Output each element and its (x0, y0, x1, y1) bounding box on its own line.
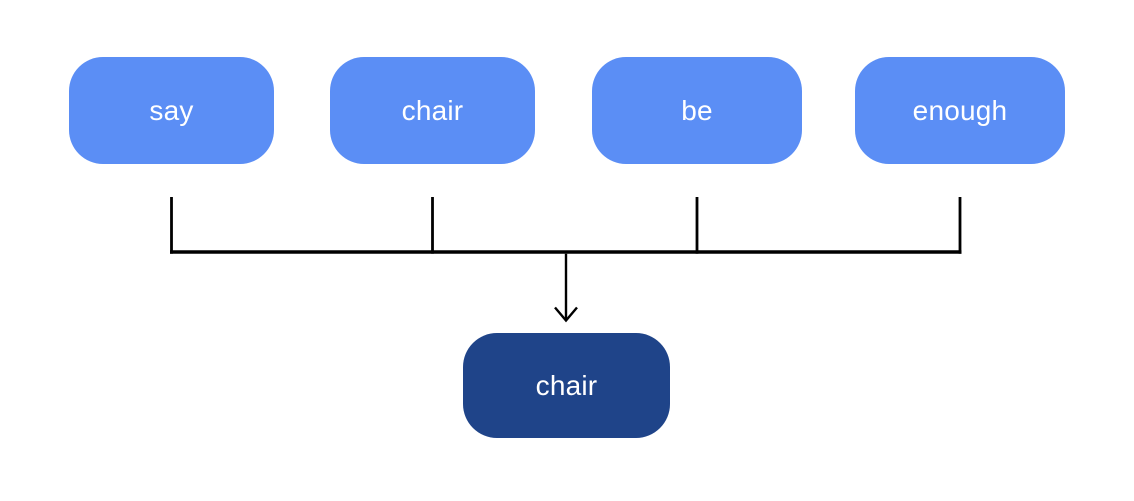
source-word-label: say (149, 94, 194, 126)
source-word-box-be: be (592, 57, 802, 164)
arrow-head-icon (554, 306, 578, 323)
source-word-label: enough (912, 94, 1008, 126)
result-word-box: chair (463, 333, 670, 438)
source-word-box-say: say (69, 57, 274, 164)
source-word-label: chair (401, 94, 464, 126)
source-word-box-chair: chair (330, 57, 535, 164)
result-word-label: chair (535, 369, 598, 401)
source-word-label: be (681, 94, 713, 126)
source-word-box-enough: enough (855, 57, 1065, 164)
